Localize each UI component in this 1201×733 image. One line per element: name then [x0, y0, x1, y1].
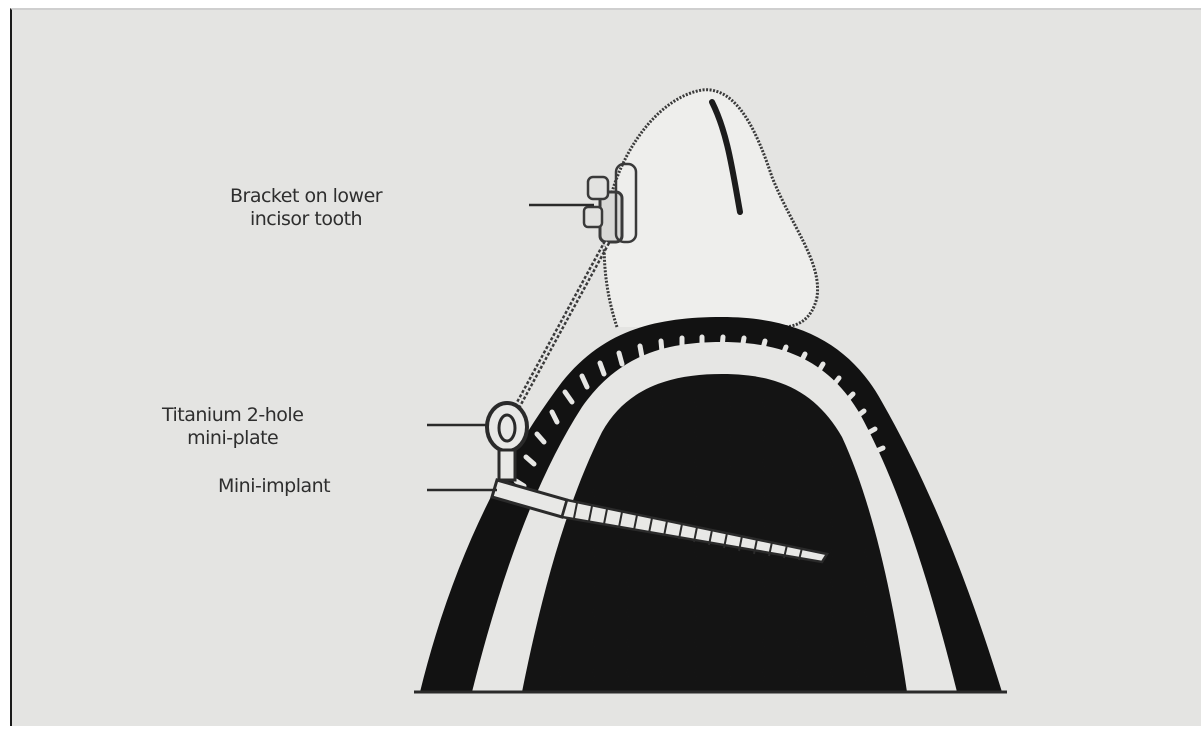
bracket-label-line1: Bracket on lower [230, 185, 382, 208]
dental-implant-diagram [12, 10, 1201, 726]
miniplate-label: Titanium 2-hole mini-plate [162, 404, 303, 450]
bracket-label: Bracket on lower incisor tooth [230, 185, 382, 231]
miniplate-label-line1: Titanium 2-hole [162, 404, 303, 427]
scanned-figure: Bracket on lower incisor tooth Titanium … [10, 8, 1201, 726]
mini-implant-label: Mini-implant [218, 475, 330, 498]
mini-implant-label-text: Mini-implant [218, 475, 330, 498]
miniplate-label-line2: mini-plate [162, 427, 303, 450]
bracket-label-line2: incisor tooth [230, 208, 382, 231]
